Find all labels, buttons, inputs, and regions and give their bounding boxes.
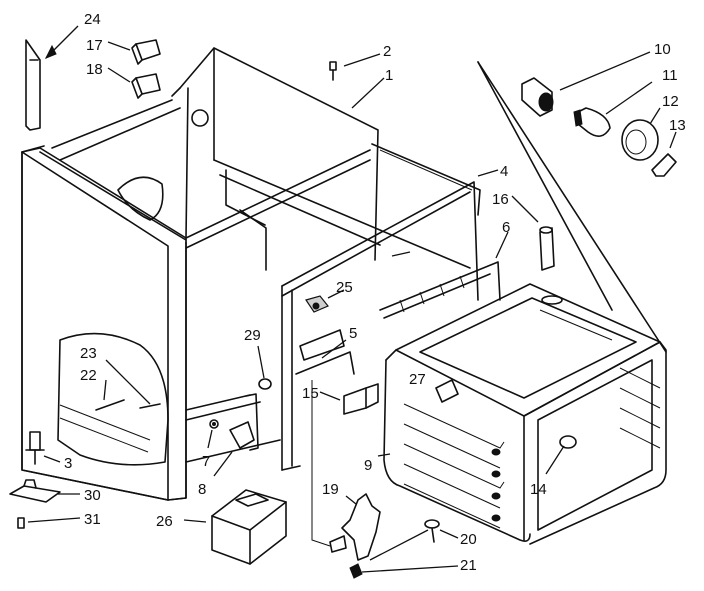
callout-18: 18 xyxy=(86,61,103,78)
callout-8: 8 xyxy=(198,481,206,498)
part-31-screw xyxy=(17,517,81,529)
part-6-rack-frame xyxy=(379,231,509,319)
part-8-bracket xyxy=(213,393,259,477)
part-2-screw xyxy=(329,53,381,81)
callout-labels: 24 17 18 2 1 10 11 12 13 4 16 6 25 5 29 … xyxy=(64,11,686,574)
callout-15: 15 xyxy=(302,385,319,402)
part-14-lamp-housing xyxy=(559,435,577,449)
callout-26: 26 xyxy=(156,513,173,530)
callout-1: 1 xyxy=(385,67,393,84)
part-7-nut xyxy=(207,419,219,449)
callout-7: 7 xyxy=(202,453,210,470)
callout-9: 9 xyxy=(364,457,372,474)
leader-1 xyxy=(351,77,385,109)
part-24-trim-strip xyxy=(25,25,79,131)
lamp-assembly xyxy=(477,51,677,353)
callout-11: 11 xyxy=(662,67,678,84)
part-15-bracket xyxy=(319,383,379,415)
callout-22: 22 xyxy=(80,367,97,384)
part-25-connector xyxy=(305,289,345,313)
callout-29: 29 xyxy=(244,327,261,344)
callout-31: 31 xyxy=(84,511,101,528)
callout-10: 10 xyxy=(654,41,671,58)
callout-25: 25 xyxy=(336,279,353,296)
part-22-23-wires xyxy=(95,359,161,411)
part-30-leveler-bracket xyxy=(9,479,80,503)
callout-23: 23 xyxy=(80,345,97,362)
callout-12: 12 xyxy=(662,93,679,110)
callout-30: 30 xyxy=(84,487,101,504)
callout-6: 6 xyxy=(502,219,510,236)
callout-13: 13 xyxy=(669,117,686,134)
callout-27: 27 xyxy=(409,371,426,388)
part-18-switch xyxy=(107,67,161,99)
part-29-grommet xyxy=(257,345,272,390)
part-21-nut xyxy=(349,529,459,579)
part-19-igniter xyxy=(311,380,381,561)
leader-misc xyxy=(391,251,411,257)
part-5-bracket xyxy=(295,329,355,375)
cabinet-frame xyxy=(39,47,481,271)
part-17-switch xyxy=(107,39,161,65)
callout-5: 5 xyxy=(349,325,357,342)
callout-4: 4 xyxy=(500,163,508,180)
part-16-vent-tube xyxy=(511,195,563,305)
callout-14: 14 xyxy=(530,481,547,498)
callout-2: 2 xyxy=(383,43,391,60)
oven-cavity xyxy=(377,283,667,545)
callout-24: 24 xyxy=(84,11,101,28)
callout-17: 17 xyxy=(86,37,103,54)
part-26-transformer-box xyxy=(183,489,287,565)
callout-3: 3 xyxy=(64,455,72,472)
callout-21: 21 xyxy=(460,557,477,574)
callout-20: 20 xyxy=(460,531,477,548)
part-3-leveling-leg xyxy=(25,431,61,465)
part-20-screw xyxy=(424,519,459,543)
left-side-panel xyxy=(21,145,281,501)
part-27-clip xyxy=(435,379,459,403)
callout-19: 19 xyxy=(322,481,339,498)
part-4-rear-bracket xyxy=(281,169,499,471)
callout-16: 16 xyxy=(492,191,509,208)
